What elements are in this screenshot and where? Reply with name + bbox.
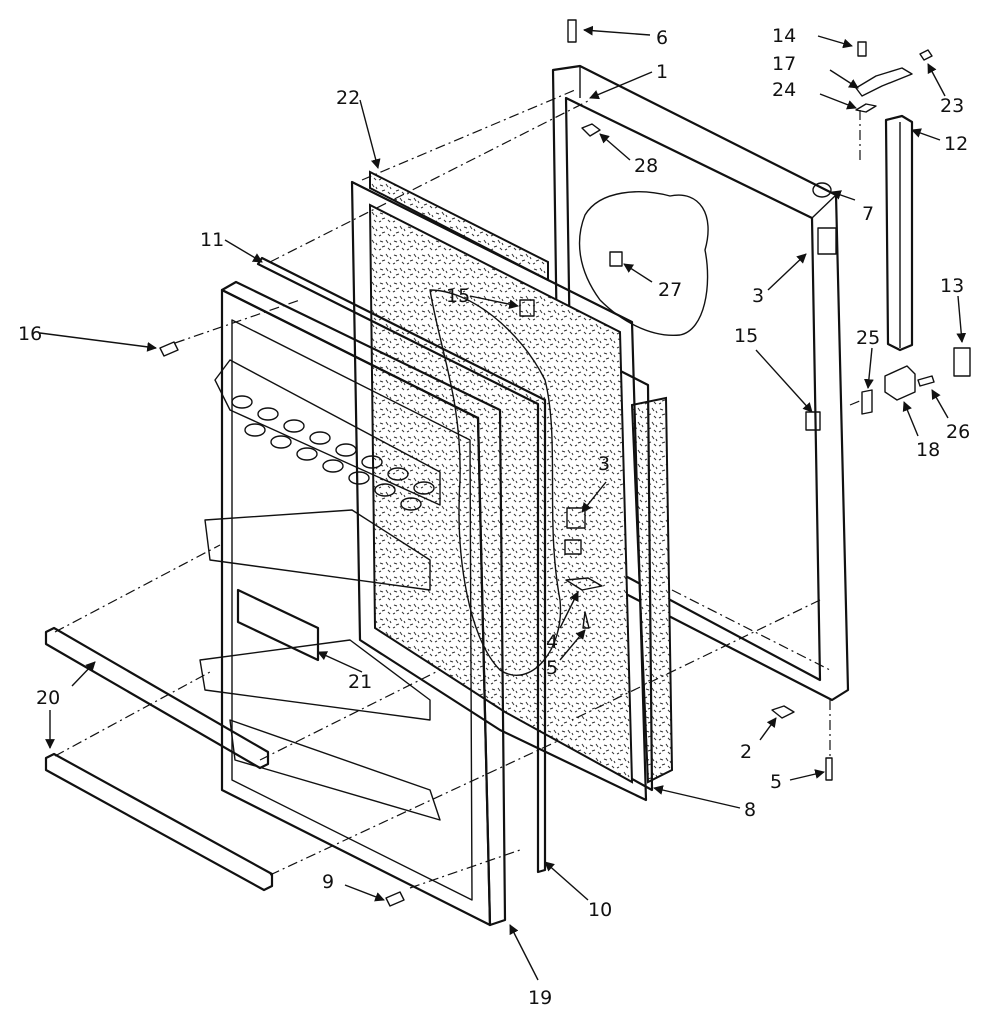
- callout-3-lower: 3: [598, 453, 610, 475]
- door-shelf-bars: [44, 626, 274, 892]
- callout-18: 18: [916, 439, 940, 461]
- callout-10: 10: [588, 899, 612, 921]
- callout-22: 22: [336, 87, 360, 109]
- callout-16: 16: [18, 323, 42, 345]
- callout-14: 14: [772, 25, 796, 47]
- callout-leaders: [39, 25, 967, 981]
- part-6-screw: [567, 19, 577, 43]
- callout-labels: 6 1 28 22 11 16 15 27 3 15 7 12 14 17 24…: [18, 25, 970, 1009]
- callout-25: 25: [856, 327, 880, 349]
- inner-door-liner: [199, 280, 507, 927]
- callout-6: 6: [656, 27, 668, 49]
- door-handle-bar: [884, 114, 914, 352]
- callout-2: 2: [740, 741, 752, 763]
- part-16-screw: [159, 341, 179, 357]
- callout-13: 13: [940, 275, 964, 297]
- callout-24: 24: [772, 79, 796, 101]
- callout-15-right: 15: [734, 325, 758, 347]
- callout-8: 8: [744, 799, 756, 821]
- callout-23: 23: [940, 95, 964, 117]
- part-18-hinge: [884, 365, 916, 401]
- part-25-plate: [861, 389, 873, 415]
- callout-9: 9: [322, 871, 334, 893]
- callout-7: 7: [862, 203, 874, 225]
- fasteners: [159, 19, 833, 907]
- alignment-lines: [54, 89, 863, 889]
- top-hinge-hardware: [855, 41, 933, 113]
- part-28-bumper: [581, 123, 601, 137]
- callout-26: 26: [946, 421, 970, 443]
- callout-21: 21: [348, 671, 372, 693]
- callout-11: 11: [200, 229, 224, 251]
- callout-17: 17: [772, 53, 796, 75]
- part-15-bracket-inner: [519, 299, 535, 317]
- callout-4: 4: [546, 631, 558, 653]
- lower-hinge-assembly: [564, 507, 603, 629]
- callout-5-lower: 5: [546, 657, 558, 679]
- callout-3-right: 3: [752, 285, 764, 307]
- lower-hinge-hardware: [861, 347, 971, 415]
- callout-27: 27: [658, 279, 682, 301]
- part-15-bracket: [805, 411, 821, 431]
- callout-15-left: 15: [446, 285, 470, 307]
- egg-tray-holes: [231, 395, 435, 511]
- callout-1: 1: [656, 61, 668, 83]
- part-26-screw: [917, 375, 935, 387]
- part-5-screw: [825, 757, 833, 781]
- callout-20: 20: [36, 687, 60, 709]
- callout-5-right: 5: [770, 771, 782, 793]
- part-2-bumper: [771, 705, 795, 719]
- part-13-cap: [953, 347, 971, 377]
- callout-28: 28: [634, 155, 658, 177]
- callout-19: 19: [528, 987, 552, 1009]
- part-27-clip: [609, 251, 623, 267]
- hinge-bracket: [817, 227, 837, 255]
- part-7-plug: [812, 182, 832, 198]
- part-9-screw: [385, 891, 405, 907]
- callout-12: 12: [944, 133, 968, 155]
